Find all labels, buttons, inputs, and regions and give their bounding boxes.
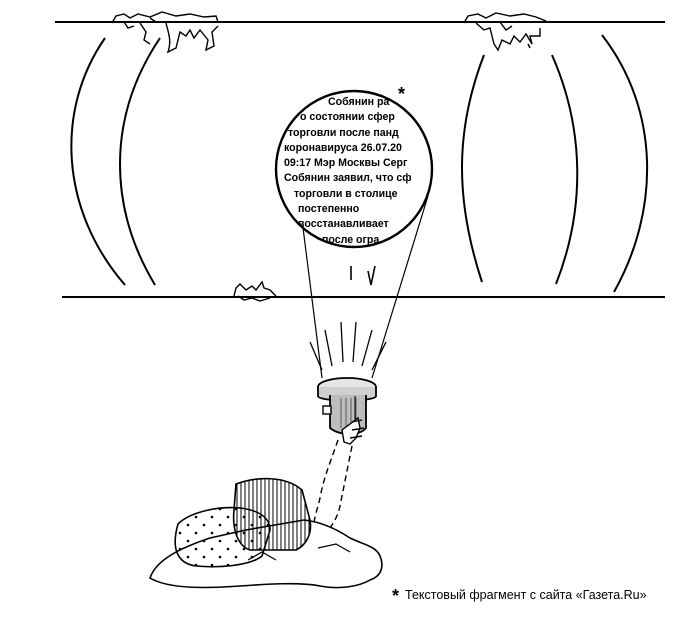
light-rays bbox=[309, 321, 387, 371]
ground-texture bbox=[317, 543, 351, 553]
footnote: * Текстовый фрагмент с сайта «Газета.Ru» bbox=[392, 586, 647, 607]
dotted-boulder bbox=[174, 506, 271, 568]
floor-rock bbox=[233, 280, 277, 302]
floor-mark bbox=[367, 265, 376, 286]
projector-device bbox=[317, 377, 377, 435]
footnote-asterisk: * bbox=[392, 586, 400, 606]
magnifier-lens bbox=[274, 89, 434, 249]
stalactite-right bbox=[463, 12, 547, 52]
dashed-arm bbox=[313, 439, 353, 529]
footnote-text: Текстовый фрагмент с сайта «Газета.Ru» bbox=[405, 588, 647, 602]
stalactite-left bbox=[111, 11, 219, 54]
hand-holding-projector bbox=[341, 416, 365, 445]
tunnel-wall-curves bbox=[70, 34, 649, 293]
beam-edge-right bbox=[371, 195, 429, 379]
lens-asterisk: * bbox=[398, 84, 406, 104]
